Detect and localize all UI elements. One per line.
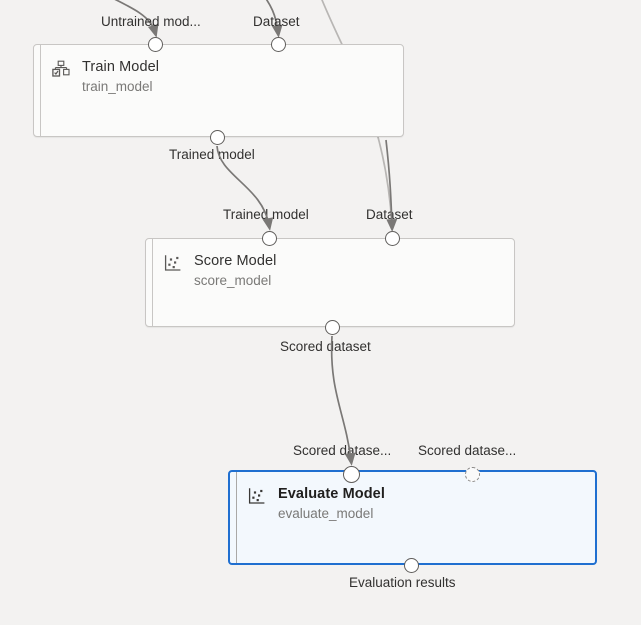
- node-score-model[interactable]: Score Model score_model: [145, 238, 515, 327]
- port-label-scored-dataset-out: Scored dataset: [280, 339, 371, 354]
- port-out-trained-model[interactable]: [210, 130, 225, 145]
- port-in-untrained-model[interactable]: [148, 37, 163, 52]
- port-label-trained-model-in: Trained model: [223, 207, 309, 222]
- port-label-untrained-model: Untrained mod...: [101, 14, 201, 29]
- port-label-scored-dataset-2: Scored datase...: [418, 443, 517, 458]
- node-title: Train Model: [82, 59, 160, 75]
- hierarchy-icon: [52, 60, 70, 78]
- port-in-dataset-score[interactable]: [385, 231, 400, 246]
- node-accent-bar: [34, 45, 41, 136]
- node-train-model[interactable]: Train Model train_model: [33, 44, 404, 137]
- port-label-dataset-train: Dataset: [253, 14, 300, 29]
- scatter-plot-icon: [248, 487, 266, 505]
- node-accent-bar: [230, 472, 237, 563]
- port-label-dataset-score: Dataset: [366, 207, 413, 222]
- port-in-scored-dataset-2[interactable]: [465, 467, 480, 482]
- node-subtitle: train_model: [82, 79, 153, 94]
- port-label-scored-dataset-1: Scored datase...: [293, 443, 392, 458]
- port-label-evaluation-results: Evaluation results: [349, 575, 456, 590]
- node-accent-bar: [146, 239, 153, 326]
- port-in-scored-dataset-1[interactable]: [343, 466, 360, 483]
- port-out-evaluation-results[interactable]: [404, 558, 419, 573]
- node-subtitle: score_model: [194, 273, 272, 288]
- node-evaluate-model[interactable]: Evaluate Model evaluate_model: [228, 470, 597, 565]
- scatter-plot-icon: [164, 254, 182, 272]
- port-out-scored-dataset[interactable]: [325, 320, 340, 335]
- port-in-trained-model-score[interactable]: [262, 231, 277, 246]
- port-label-trained-model-out: Trained model: [169, 147, 255, 162]
- port-in-dataset-train[interactable]: [271, 37, 286, 52]
- node-subtitle: evaluate_model: [278, 506, 374, 521]
- node-title: Evaluate Model: [278, 486, 385, 502]
- node-title: Score Model: [194, 253, 277, 269]
